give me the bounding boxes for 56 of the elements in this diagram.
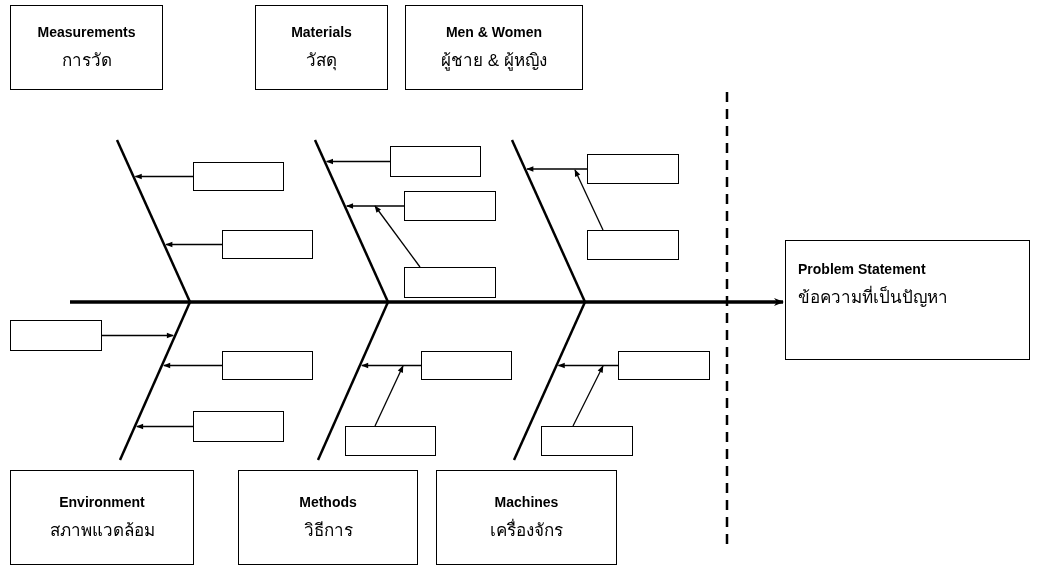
box-heading: Problem Statement [798,261,926,279]
arrow [70,298,784,306]
arrow [346,203,405,209]
box-heading: Machines [494,494,559,512]
empty-box [541,426,633,456]
empty-box [193,411,284,442]
empty-box [404,191,496,221]
arrow [165,241,223,248]
box-heading: Methods [299,494,357,512]
empty-box [587,230,679,260]
arrow [361,362,422,369]
empty-box [404,267,496,298]
arrow [136,423,194,430]
arrow [374,205,421,268]
empty-box [10,320,102,351]
empty-box [587,154,679,184]
box-subtitle: ผู้ชาย & ผู้หญิง [441,49,547,71]
arrow [572,365,604,427]
empty-box [222,230,313,259]
arrow [101,332,174,339]
box-heading: Men & Women [445,24,543,42]
category-box [238,470,418,565]
box-subtitle: เครื่องจักร [490,519,563,541]
fishbone-line [118,301,192,461]
empty-box [421,351,512,380]
fishbone-line [313,139,390,303]
box-heading: Materials [291,24,352,42]
box-heading: Environment [59,494,145,512]
arrow [326,158,391,165]
category-box [255,5,388,90]
empty-box [193,162,284,191]
fishbone-line [512,301,587,461]
box-subtitle: ข้อความที่เป็นปัญหา [798,286,948,308]
problem-box [785,240,1030,360]
box-subtitle: วิธีการ [303,519,353,541]
box-heading: Measurements [37,24,136,42]
empty-box [222,351,313,380]
fishbone-line [316,301,390,461]
category-box [436,470,617,565]
category-box [10,470,194,565]
arrow [526,166,588,172]
arrow [557,362,619,369]
empty-box [345,426,436,456]
category-box [10,5,163,90]
fishbone-line [510,139,587,303]
arrow [374,365,404,427]
arrow [163,362,223,369]
box-subtitle: การวัด [61,49,112,71]
box-subtitle: สภาพแวดล้อม [49,519,155,541]
fishbone-line [115,139,192,303]
arrow [134,173,194,180]
empty-box [618,351,710,380]
category-box [405,5,583,90]
arrow [574,169,604,231]
box-subtitle: วัสดุ [306,49,337,71]
empty-box [390,146,481,177]
